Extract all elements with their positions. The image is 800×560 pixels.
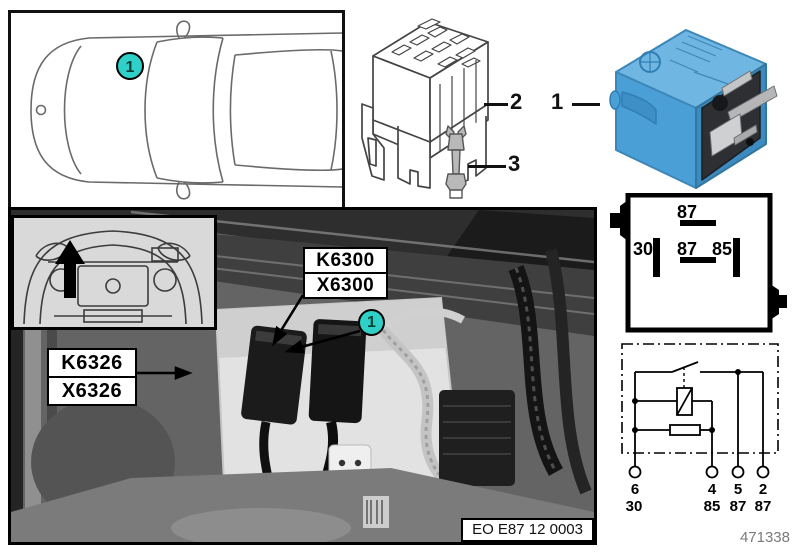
car-top-view: 1 — [30, 20, 343, 200]
engine-photo: K6300 X6300 K6326 X6326 1 EO E87 12 0003 — [8, 207, 597, 545]
schematic-terminal-name: 85 — [704, 498, 721, 515]
relay-photo — [609, 29, 778, 189]
pinout-right-label: 85 — [712, 239, 732, 259]
leader-line-1 — [572, 103, 600, 106]
schematic-terminal-name: 87 — [755, 498, 772, 515]
relay-k6300-in-photo — [308, 319, 367, 424]
inset-up-arrow — [55, 240, 85, 298]
doc-number: 471338 — [739, 529, 790, 546]
relay-k6326-in-photo — [241, 325, 307, 425]
pinout-left-label: 30 — [633, 239, 653, 259]
relay-socket-drawing — [361, 18, 489, 189]
orientation-tab-left — [610, 200, 628, 241]
schematic-terminal-name: 30 — [626, 498, 643, 515]
label-k6326[interactable]: K6326 X6326 — [47, 348, 137, 406]
terminal-clip-drawing — [445, 125, 467, 199]
pinout-top-label: 87 — [677, 202, 697, 222]
schematic-pin-number: 6 — [631, 481, 639, 498]
relay-schematic: 6 4 5 2 30 85 87 87 — [621, 343, 779, 515]
leader-line-3 — [468, 165, 506, 168]
schematic-pin-number: 5 — [734, 481, 742, 498]
pinout-mid-label: 87 — [677, 239, 697, 259]
callout-1-photo[interactable]: 1 — [358, 309, 385, 336]
label-k6300-line2: X6300 — [305, 272, 386, 297]
orientation-tab-right — [770, 284, 787, 320]
label-k6300[interactable]: K6300 X6300 — [303, 247, 388, 299]
callout-1-car[interactable]: 1 — [116, 52, 144, 80]
pinout-diagram: 87 30 87 85 — [610, 193, 787, 333]
part-label-1[interactable]: 1 — [551, 89, 564, 114]
schematic-pin-number: 2 — [759, 481, 767, 498]
part-label-3[interactable]: 3 — [508, 151, 521, 176]
label-k6300-line1: K6300 — [316, 250, 375, 271]
part-label-2[interactable]: 2 — [510, 89, 523, 114]
photo-code: EO E87 12 0003 — [461, 518, 594, 542]
schematic-pin-number: 4 — [708, 481, 717, 498]
schematic-terminal-name: 87 — [730, 498, 747, 515]
callout-1-photo-number: 1 — [367, 313, 376, 331]
label-k6326-line1: K6326 — [61, 352, 123, 374]
engine-bay-inset — [11, 215, 217, 330]
label-k6326-line2: X6326 — [49, 376, 135, 404]
car-overview-box: 1 — [8, 10, 345, 212]
leader-line-2 — [484, 103, 508, 106]
callout-1-car-number: 1 — [126, 59, 135, 76]
